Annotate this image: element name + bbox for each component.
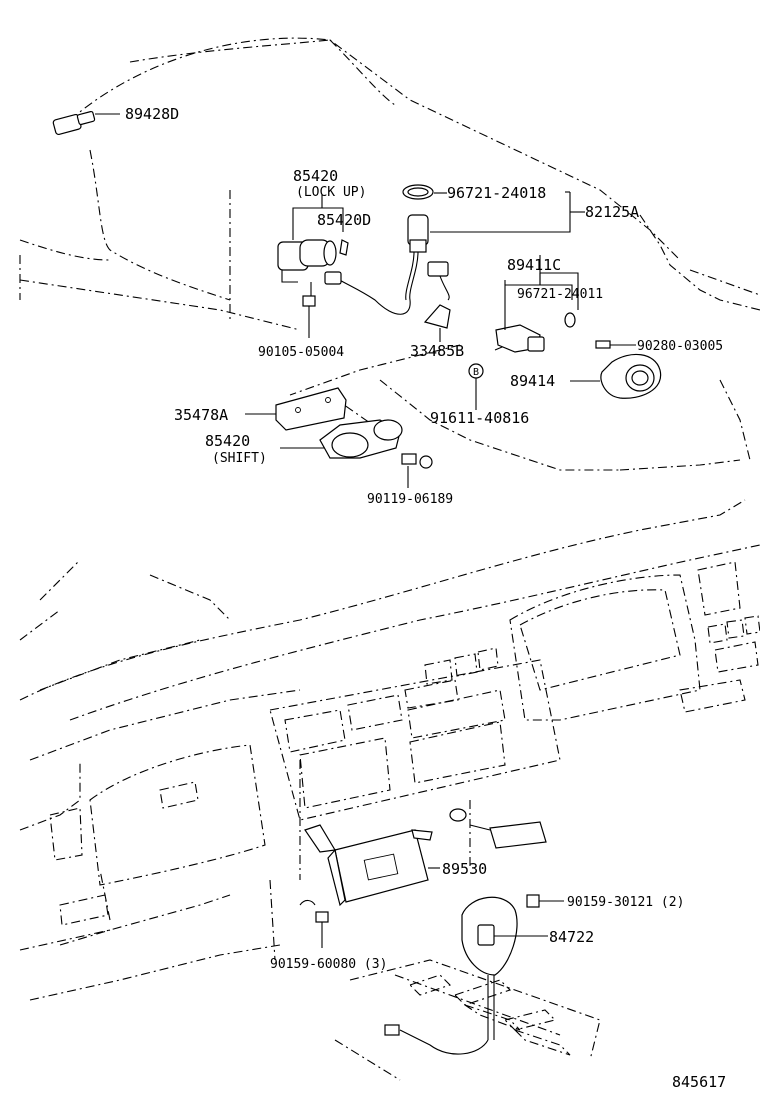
label-90119-06189: 90119-06189 [367, 492, 453, 507]
part-96721-24018-oring-icon [402, 184, 447, 200]
label-91611-40816: 91611-40816 [430, 409, 529, 427]
part-35478A-bracket-icon [245, 387, 347, 431]
label-85420-lockup-note: (LOCK UP) [296, 185, 366, 200]
bracket-85420-lockup [292, 195, 344, 240]
part-90159-60080-bolt-icon [299, 899, 329, 948]
label-35478A: 35478A [174, 406, 228, 424]
part-89414-sensor-icon [570, 353, 662, 399]
label-96721-24011: 96721-24011 [517, 287, 603, 302]
part-82125A-harness-icon [324, 191, 585, 315]
label-84722: 84722 [549, 928, 594, 946]
callout-b: B [468, 363, 484, 410]
part-84722-shift-knob-icon [384, 896, 548, 1055]
callout-b-text: B [473, 367, 479, 378]
part-89530-connector-icon [449, 808, 547, 849]
part-89428D-switch-icon [52, 110, 120, 136]
part-90159-30121-bolt-icon [526, 894, 564, 908]
label-85420-lockup: 85420 [293, 167, 338, 185]
diagram-id: 845617 [672, 1073, 726, 1091]
shift-gate-outline [408, 974, 571, 1056]
label-89411C: 89411C [507, 256, 561, 274]
label-33485B: 33485B [410, 342, 464, 360]
part-89530-ecu-icon [304, 824, 440, 907]
label-90159-60080: 90159-60080 (3) [270, 957, 387, 972]
label-89428D: 89428D [125, 105, 179, 123]
part-85420-shift-solenoid-icon [280, 419, 403, 459]
part-85420-lockup-solenoid-icon [277, 239, 337, 283]
part-89411C-sensor-icon [495, 255, 579, 353]
part-90119-06189-bolt-icon [401, 453, 433, 488]
part-33485B-clamp-icon [423, 304, 451, 342]
body-outline-upper [19, 37, 760, 471]
part-96721-24011-oring-icon [564, 312, 576, 328]
label-85420-shift-note: (SHIFT) [212, 451, 267, 466]
label-90159-30121: 90159-30121 (2) [567, 895, 684, 910]
label-82125A: 82125A [585, 203, 639, 221]
part-90280-03005-clip-icon [595, 340, 636, 349]
label-90280-03005: 90280-03005 [637, 339, 723, 354]
label-85420D: 85420D [317, 211, 371, 229]
dashboard-outline [19, 499, 760, 1081]
label-90105-05004: 90105-05004 [258, 345, 344, 360]
label-89414: 89414 [510, 372, 555, 390]
label-89530: 89530 [442, 860, 487, 878]
label-85420-shift: 85420 [205, 432, 250, 450]
part-85420D-oring-icon [339, 239, 349, 256]
label-96721-24018: 96721-24018 [447, 184, 546, 202]
part-90105-05004-bolt-icon [302, 282, 316, 338]
